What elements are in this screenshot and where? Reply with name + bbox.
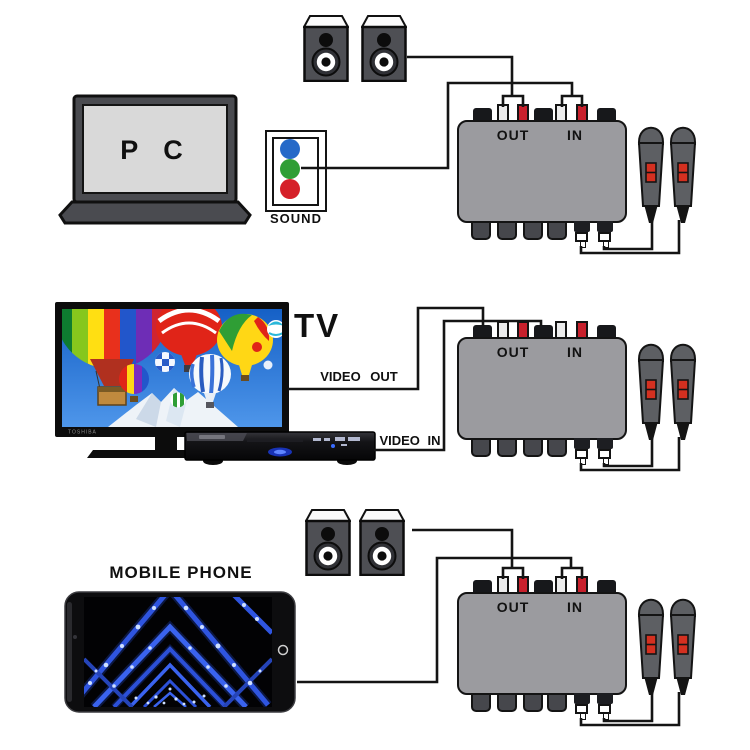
dvd-brand-badge bbox=[199, 435, 225, 439]
microphone-icon bbox=[638, 126, 664, 224]
mobile-phone bbox=[64, 591, 296, 713]
speaker-icon bbox=[361, 15, 407, 82]
mixer-out-label: OUT bbox=[496, 127, 530, 143]
speaker-icon bbox=[305, 509, 351, 576]
tv-screen bbox=[62, 309, 282, 427]
sound-label: SOUND bbox=[270, 211, 322, 226]
tv: TOSHIBA bbox=[55, 302, 289, 458]
phone-home-button[interactable] bbox=[277, 644, 289, 656]
mixer-in-label: IN bbox=[567, 599, 583, 615]
mixer-foot bbox=[547, 693, 567, 712]
mixer-in-label: IN bbox=[567, 344, 583, 360]
mic-jack-icon bbox=[574, 438, 590, 449]
mic-jack-icon bbox=[597, 693, 613, 704]
mixer-foot bbox=[471, 438, 491, 457]
mixer-foot bbox=[523, 221, 543, 240]
dvd-player bbox=[184, 431, 376, 465]
mixer-in-label: IN bbox=[567, 127, 583, 143]
mixer-foot bbox=[497, 438, 517, 457]
pc-label: P C bbox=[120, 135, 192, 165]
microphone-icon bbox=[638, 598, 664, 696]
rca-plug-red-icon bbox=[576, 321, 588, 338]
rca-plug-red-icon bbox=[517, 104, 529, 121]
rca-plug-white-icon bbox=[555, 104, 567, 121]
microphone-icon bbox=[670, 343, 696, 441]
mic-plug-icon bbox=[575, 449, 588, 465]
rca-blue-icon bbox=[280, 139, 300, 159]
mic-jack-icon bbox=[574, 693, 590, 704]
tv-brand-label: TOSHIBA bbox=[68, 430, 97, 436]
mixer-body bbox=[457, 120, 627, 223]
mixer-foot bbox=[497, 221, 517, 240]
laptop bbox=[58, 94, 252, 225]
rca-plug-white-icon bbox=[555, 321, 567, 338]
rca-plug-white-icon bbox=[555, 576, 567, 593]
bluray-logo bbox=[274, 449, 286, 455]
rca-plug-red-icon bbox=[576, 104, 588, 121]
microphone-icon bbox=[670, 598, 696, 696]
rca-plug-red-icon bbox=[517, 321, 529, 338]
mixer-unit: OUT IN bbox=[457, 321, 627, 465]
microphone-icon bbox=[638, 343, 664, 441]
mixer-unit: OUT IN bbox=[457, 576, 627, 720]
mixer-unit: OUT IN bbox=[457, 104, 627, 248]
mic-plug-icon bbox=[598, 232, 611, 248]
mic-plug-icon bbox=[598, 704, 611, 720]
mixer-body bbox=[457, 592, 627, 695]
rca-green-icon bbox=[280, 159, 300, 179]
rca-plug-red-icon bbox=[517, 576, 529, 593]
rca-plug-red-icon bbox=[576, 576, 588, 593]
led-dots bbox=[88, 603, 262, 706]
mixer-foot bbox=[497, 693, 517, 712]
mixer-foot bbox=[523, 693, 543, 712]
cable-speakers-to-out bbox=[412, 528, 514, 568]
mic-jack-icon bbox=[597, 221, 613, 232]
mixer-foot bbox=[471, 221, 491, 240]
phone-edge-highlight bbox=[67, 602, 72, 702]
mixer-out-label: OUT bbox=[496, 344, 530, 360]
laptop-base bbox=[58, 200, 252, 225]
phone-camera-icon bbox=[73, 635, 77, 639]
rca-plug-white-icon bbox=[497, 104, 509, 121]
dvd-display-segments bbox=[313, 437, 360, 446]
mixer-foot bbox=[547, 438, 567, 457]
cable-speakers-to-out bbox=[407, 55, 514, 96]
av-connector-icon bbox=[597, 108, 616, 121]
rca-plug-white-icon bbox=[497, 576, 509, 593]
phone-screen bbox=[84, 597, 272, 707]
video-in-label: VIDEO IN bbox=[379, 433, 441, 448]
mixer-foot bbox=[547, 221, 567, 240]
mic-jack-icon bbox=[597, 438, 613, 449]
video-out-label: VIDEO OUT bbox=[320, 369, 398, 384]
dvd-power-led bbox=[331, 444, 335, 448]
mic-jack-icon bbox=[574, 221, 590, 232]
speaker-icon bbox=[303, 15, 349, 82]
mic-plug-icon bbox=[575, 704, 588, 720]
dvd-disc-tray bbox=[247, 439, 303, 442]
laptop-screen bbox=[82, 104, 228, 194]
rca-plug-white-icon bbox=[497, 321, 509, 338]
mic-plug-icon bbox=[575, 232, 588, 248]
av-connector-icon bbox=[597, 325, 616, 338]
av-connector-icon bbox=[597, 580, 616, 593]
tv-stand-column bbox=[155, 437, 177, 450]
mobile-phone-label: MOBILE PHONE bbox=[109, 563, 253, 582]
mixer-foot bbox=[471, 693, 491, 712]
speaker-icon bbox=[359, 509, 405, 576]
microphone-icon bbox=[670, 126, 696, 224]
mixer-body bbox=[457, 337, 627, 440]
mic-plug-icon bbox=[598, 449, 611, 465]
tv-label: TV bbox=[294, 307, 341, 344]
mixer-out-label: OUT bbox=[496, 599, 530, 615]
rca-red-icon bbox=[280, 179, 300, 199]
mixer-foot bbox=[523, 438, 543, 457]
